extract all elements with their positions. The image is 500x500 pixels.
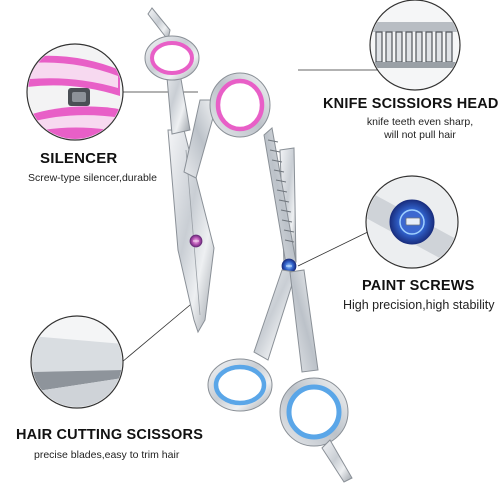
knife-head-title: KNIFE SCISSIORS HEAD bbox=[323, 96, 499, 112]
paint-screws-description: High precision,high stability bbox=[343, 298, 495, 312]
blue-ring-left bbox=[213, 364, 267, 406]
thinning-toothed-blade bbox=[263, 127, 297, 265]
cutting-tang bbox=[147, 7, 171, 42]
silencer-detail-icon bbox=[26, 43, 124, 141]
hair-cutting-description: precise blades,easy to trim hair bbox=[34, 449, 180, 461]
leader-line-paint-screws bbox=[297, 227, 377, 267]
thinning-shank-left bbox=[253, 269, 297, 361]
blue-ring-right bbox=[286, 384, 342, 440]
cutting-scissors-icon bbox=[144, 7, 271, 334]
thinning-tang bbox=[321, 439, 353, 483]
silencer-description: Screw-type silencer,durable bbox=[28, 172, 157, 184]
pink-ring-lower bbox=[215, 78, 265, 132]
silencer-title: SILENCER bbox=[40, 150, 118, 167]
knife-head-description: knife teeth even sharp, will not pull ha… bbox=[366, 116, 474, 141]
paint-screws-title: PAINT SCREWS bbox=[362, 278, 475, 294]
teeth-detail-icon bbox=[369, 0, 461, 91]
thinning-shank-right bbox=[289, 269, 319, 373]
thinning-scissors-icon bbox=[207, 127, 353, 483]
leader-lines bbox=[121, 69, 390, 363]
leader-line-hair-cutting bbox=[121, 299, 197, 363]
screw-detail-icon bbox=[365, 175, 459, 269]
pink-ring-upper bbox=[150, 41, 194, 75]
blade-detail-icon bbox=[30, 315, 124, 409]
hair-cutting-title: HAIR CUTTING SCISSORS bbox=[16, 427, 204, 443]
